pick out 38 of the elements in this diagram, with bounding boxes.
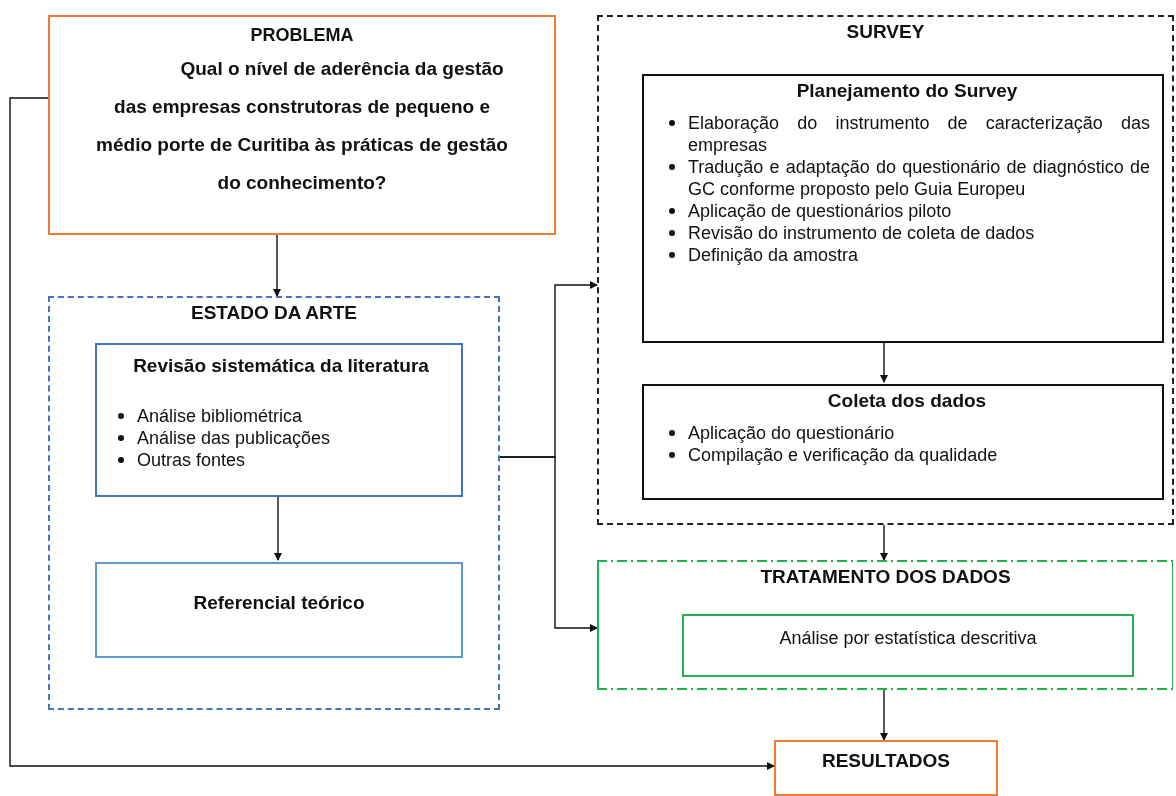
problem-box — [48, 15, 556, 235]
section-title: RESULTADOS — [820, 750, 952, 772]
section-title: TRATAMENTO DOS DADOS — [759, 566, 1012, 588]
group-panel — [597, 560, 1174, 690]
bullet-item: Outras fontes — [113, 449, 449, 471]
group-panel — [48, 296, 500, 710]
bullet-item: Elaboração do instrumento de caracterização das empresas — [664, 112, 1150, 156]
box-heading: Revisão sistemática da literatura — [132, 355, 430, 377]
process-box — [642, 74, 1164, 343]
bullet-item: Definição da amostra — [664, 244, 1150, 266]
bullet-item: Análise bibliométrica — [113, 405, 449, 427]
bullet-item: Análise das publicações — [113, 427, 449, 449]
arrow — [273, 234, 281, 297]
box-heading: Coleta dos dados — [826, 390, 988, 412]
section-title: ESTADO DA ARTE — [189, 302, 359, 324]
bullet-item: Aplicação de questionários piloto — [664, 200, 1150, 222]
box-text: Análise por estatística descritiva — [778, 628, 1038, 649]
box-heading: Planejamento do Survey — [795, 80, 1019, 102]
group-panel — [597, 15, 1174, 525]
process-box — [95, 343, 463, 497]
arrow — [499, 456, 598, 632]
bullet-item: Tradução e adaptação do questionário de diagnóstico de GC conforme proposto pelo Guia Europeu — [664, 156, 1150, 200]
bullet-item: Compilação e verificação da qualidade — [664, 444, 1150, 466]
arrow — [274, 494, 282, 561]
arrow — [880, 689, 888, 741]
process-box — [95, 562, 463, 658]
arrow — [880, 340, 888, 383]
process-box — [642, 384, 1164, 500]
arrow — [880, 524, 888, 561]
bullet-item: Aplicação do questionário — [664, 422, 1150, 444]
process-box — [682, 614, 1134, 677]
arrow — [9, 97, 775, 770]
box-heading: Referencial teórico — [192, 592, 366, 614]
section-title: SURVEY — [845, 21, 926, 43]
bullet-item: Revisão do instrumento de coleta de dados — [664, 222, 1150, 244]
result-box — [774, 740, 998, 796]
section-title: PROBLEMA — [249, 25, 355, 46]
question-text: Qual o nível de aderência da gestão das empresas construtoras de pequeno e médio porte de Curitiba às práticas de gestão do conhecimento? — [95, 57, 509, 195]
